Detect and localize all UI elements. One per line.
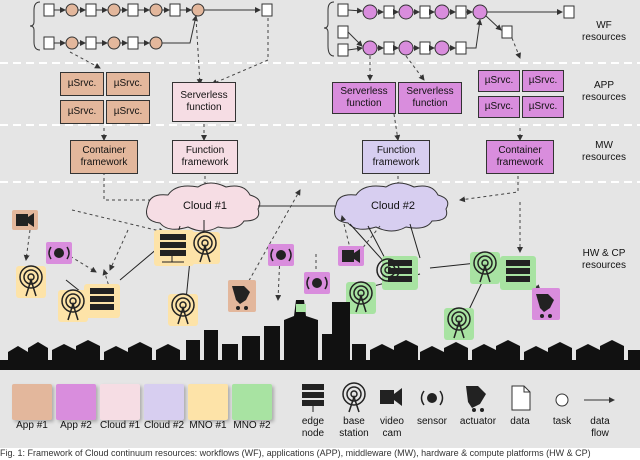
legend-swatch-app2: [56, 384, 96, 420]
legend-swatch-cloud2: [144, 384, 184, 420]
usrvc-app2-a: µSrvc.: [478, 70, 520, 92]
legend-video-cam-icon: [380, 388, 402, 406]
actuator-icons: [228, 280, 560, 320]
workflow-1: [29, 1, 273, 51]
cloud-1-label: Cloud #1: [182, 200, 228, 212]
usrvc-app2-d: µSrvc.: [522, 96, 564, 118]
usrvc-app2-b: µSrvc.: [522, 70, 564, 92]
legend-label-base-station: base station: [339, 416, 369, 439]
legend-label-data: data: [510, 416, 530, 427]
figure-caption: Fig. 1: Framework of Cloud continuum res…: [0, 448, 640, 460]
edge-node-mno2-a: [382, 256, 418, 290]
usrvc-app1-b: µSrvc.: [106, 72, 150, 96]
legend-label-mno2: MNO #2: [233, 420, 271, 431]
legend-sensor-icon: [420, 390, 444, 406]
city-skyline: [0, 300, 640, 370]
usrvc-app1-c: µSrvc.: [60, 100, 104, 124]
usrvc-app2-c: µSrvc.: [478, 96, 520, 118]
legend-label-app1: App #1: [16, 420, 48, 431]
legend-swatch-cloud1: [100, 384, 140, 420]
function-framework-cloud1: Function framework: [172, 140, 238, 174]
usrvc-app1-d: µSrvc.: [106, 100, 150, 124]
legend-task-icon: [555, 393, 569, 407]
legend-label-sensor: sensor: [416, 416, 447, 427]
serverless-function-app2-a: Serverless function: [332, 82, 396, 114]
serverless-function-cloud1: Serverless function: [172, 82, 236, 122]
edge-node-mno1-a: [154, 230, 194, 266]
legend-swatch-mno2: [232, 384, 272, 420]
legend-label-video-cam: video cam: [380, 416, 404, 439]
sensor-icons: [46, 242, 330, 294]
legend-edge-node-icon: [302, 384, 324, 412]
legend-label-cloud2: Cloud #2: [143, 420, 185, 431]
function-framework-cloud2: Function framework: [362, 140, 430, 174]
legend-label-data-flow: data flow: [590, 416, 610, 439]
edge-node-mno1-b: [84, 284, 120, 318]
base-station-icons: [16, 231, 500, 340]
video-cam-icons: [12, 210, 364, 266]
legend-label-mno1: MNO #1: [189, 420, 227, 431]
legend-swatch-app1: [12, 384, 52, 420]
legend-label-app2: App #2: [60, 420, 92, 431]
container-framework-app2: Container framework: [486, 140, 554, 174]
legend-data-icon: [511, 385, 531, 411]
legend-label-cloud1: Cloud #1: [99, 420, 141, 431]
edge-node-mno2-b: [500, 256, 536, 290]
serverless-function-app2-b: Serverless function: [398, 82, 462, 114]
workflow-2: [323, 1, 575, 57]
legend-label-task: task: [552, 416, 572, 427]
layer-label-hw: HW & CP resources: [582, 248, 626, 271]
legend-base-station-icon: [342, 382, 366, 413]
legend-swatch-mno1: [188, 384, 228, 420]
container-framework-app1: Container framework: [70, 140, 138, 174]
legend-actuator-icon: [466, 386, 486, 412]
layer-label-app: APP resources: [582, 80, 626, 103]
usrvc-app1-a: µSrvc.: [60, 72, 104, 96]
legend-label-actuator: actuator: [459, 416, 497, 427]
legend-label-edge-node: edge node: [301, 416, 325, 439]
layer-label-wf: WF resources: [582, 20, 626, 43]
cloud-shapes: [146, 182, 449, 232]
cloud-2-label: Cloud #2: [370, 200, 416, 212]
layer-label-mw: MW resources: [582, 140, 626, 163]
